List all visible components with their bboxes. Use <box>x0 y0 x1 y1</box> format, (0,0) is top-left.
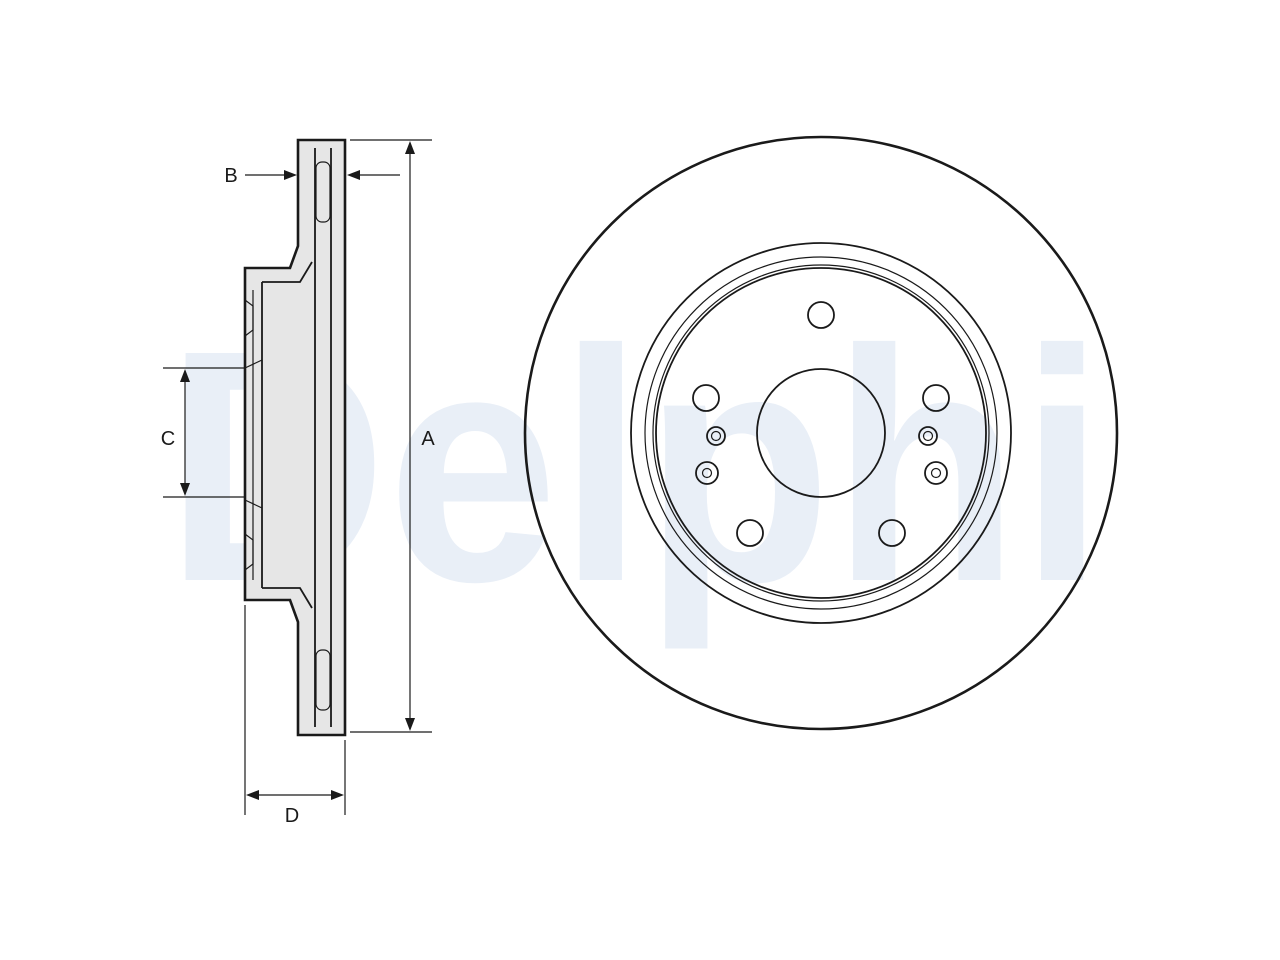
dim-a-label: A <box>421 428 435 450</box>
hat-step-edge <box>652 264 990 602</box>
screw-hole-outer <box>918 426 938 446</box>
dim-b-arrow-left <box>284 170 297 180</box>
disc-side-view <box>243 138 347 737</box>
disc-front-view <box>523 135 1119 731</box>
dim-b-label: B <box>224 165 237 187</box>
dim-c-arrow-top <box>180 369 190 382</box>
dim-d-arrow-left <box>246 790 259 800</box>
dimension-c: C <box>161 367 244 498</box>
stud-hole <box>922 384 950 412</box>
disc-outer-edge <box>523 135 1119 731</box>
stud-hole <box>878 519 906 547</box>
dim-b-arrow-right <box>347 170 360 180</box>
locator-hole-inner <box>930 467 942 479</box>
screw-hole-inner <box>710 430 722 442</box>
dimension-a: A <box>350 139 435 733</box>
dimension-d: D <box>244 605 346 827</box>
hub-bore-step-top <box>244 359 263 369</box>
center-bore <box>756 368 886 498</box>
dim-c-arrow-bottom <box>180 483 190 496</box>
dim-c-label: C <box>161 428 175 450</box>
hat-face-edge <box>655 267 987 599</box>
hat-outer-edge <box>644 256 998 610</box>
dim-d-arrow-right <box>331 790 344 800</box>
vent-slot-bottom <box>315 649 331 711</box>
stud-hole <box>807 301 835 329</box>
vent-slot-top <box>315 161 331 223</box>
locator-hole-inner <box>701 467 713 479</box>
hub-bore-step-bottom <box>244 499 263 509</box>
dim-a-arrow-top <box>405 141 415 154</box>
hat-inner-wall <box>261 261 313 609</box>
stud-hole-section-bottom <box>244 533 254 571</box>
locator-hole-outer <box>695 461 719 485</box>
dim-a-arrow-bottom <box>405 718 415 731</box>
screw-hole-inner <box>922 430 934 442</box>
screw-hole-outer <box>706 426 726 446</box>
dimension-b: B <box>224 165 400 187</box>
friction-ring-inner-edge <box>630 242 1012 624</box>
dim-d-label: D <box>285 805 299 827</box>
stud-hole <box>736 519 764 547</box>
stud-hole-section-top <box>244 299 254 337</box>
stud-hole <box>692 384 720 412</box>
locator-hole-outer <box>924 461 948 485</box>
disc-side-profile <box>243 138 347 737</box>
